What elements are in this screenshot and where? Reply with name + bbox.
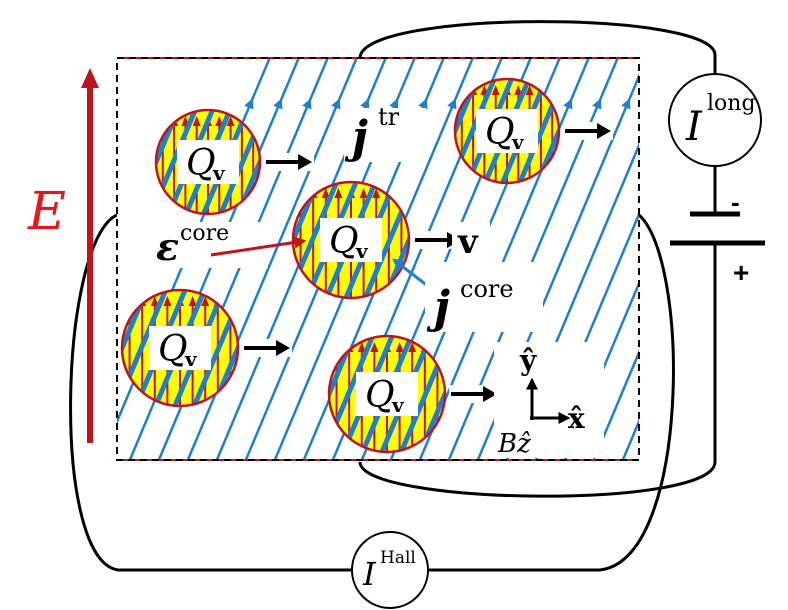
coordinate-axes: ŷ x̂ Bẑ: [494, 342, 604, 459]
vortex-charge-subscript: v: [184, 347, 198, 371]
current-long-superscript: long: [707, 91, 756, 116]
battery-icon: - +: [670, 187, 765, 288]
axis-z-label: Bẑ: [497, 429, 531, 459]
transport-current-line: [592, 349, 639, 460]
ammeter-icon: [351, 531, 429, 609]
vortex-charge-subscript: v: [212, 161, 226, 185]
transport-current-arrowhead: [244, 98, 254, 110]
transport-current-arrowhead: [302, 98, 312, 110]
transport-current-arrowhead: [273, 98, 283, 110]
vortex: Qv: [327, 334, 499, 454]
vortex: Qv: [154, 108, 314, 216]
core-current-superscript: core: [460, 275, 514, 303]
transport-current-arrowhead: [592, 98, 602, 110]
current-hall-symbol: I: [362, 555, 377, 593]
transport-current-arrowhead: [766, 98, 775, 109]
transport-current-arrowhead: [360, 98, 370, 110]
velocity-label: v: [457, 222, 479, 262]
vortex: Qv: [291, 180, 463, 300]
sample-border: [116, 57, 640, 461]
core-current-label: j core: [425, 262, 543, 333]
vortex-velocity-arrow: [449, 385, 499, 403]
core-field-superscript: core: [180, 221, 229, 246]
vortex-velocity-arrow: [242, 339, 292, 357]
transport-current-arrowhead: [447, 98, 457, 110]
axis-y-label: ŷ: [519, 344, 537, 377]
transport-current-arrowhead: [418, 98, 428, 110]
transport-current-arrowhead: [389, 98, 399, 110]
vortex-charge-symbol: Q: [329, 221, 359, 262]
core-field-arrow: [210, 236, 307, 257]
transport-current-line: [418, 58, 590, 460]
vortex-velocity-arrow: [264, 153, 314, 171]
transport-current-superscript: tr: [378, 103, 400, 131]
current-long-symbol: I: [685, 104, 703, 150]
vortex-charge-subscript: v: [391, 393, 405, 417]
vortex-charge-symbol: Q: [485, 112, 515, 153]
vortex-charge-symbol: Q: [186, 143, 216, 184]
battery-minus-label: -: [731, 187, 740, 217]
electric-field-arrow: [81, 68, 99, 443]
battery-plus-label: +: [733, 257, 749, 288]
vortex: Qv: [453, 77, 613, 185]
hall-circuit: [69, 213, 675, 572]
electric-field-label: E: [27, 182, 66, 242]
transport-current-arrowhead: [650, 98, 659, 109]
ammeter-hall: I Hall: [351, 531, 429, 609]
vortex-charge-subscript: v: [511, 130, 525, 154]
vortex: Qv: [120, 288, 292, 408]
vortex-charge-symbol: Q: [365, 375, 395, 416]
axis-x-label: x̂: [568, 402, 585, 435]
transport-current-label: j tr: [344, 103, 426, 163]
vortex-velocity-arrow: [563, 122, 613, 140]
transport-current-arrowhead: [563, 98, 573, 110]
transport-current-line: [767, 58, 788, 462]
transport-current-arrowhead: [621, 98, 631, 110]
ammeter-long: I long: [668, 73, 762, 167]
vortex-charge-subscript: v: [355, 239, 369, 263]
core-field-symbol: ε: [156, 224, 179, 269]
ammeter-icon: [668, 73, 762, 167]
current-hall-superscript: Hall: [380, 548, 416, 568]
core-field-label: ε core: [150, 221, 268, 269]
vortex-charge-symbol: Q: [158, 329, 188, 370]
transport-current-arrowhead: [331, 98, 341, 110]
